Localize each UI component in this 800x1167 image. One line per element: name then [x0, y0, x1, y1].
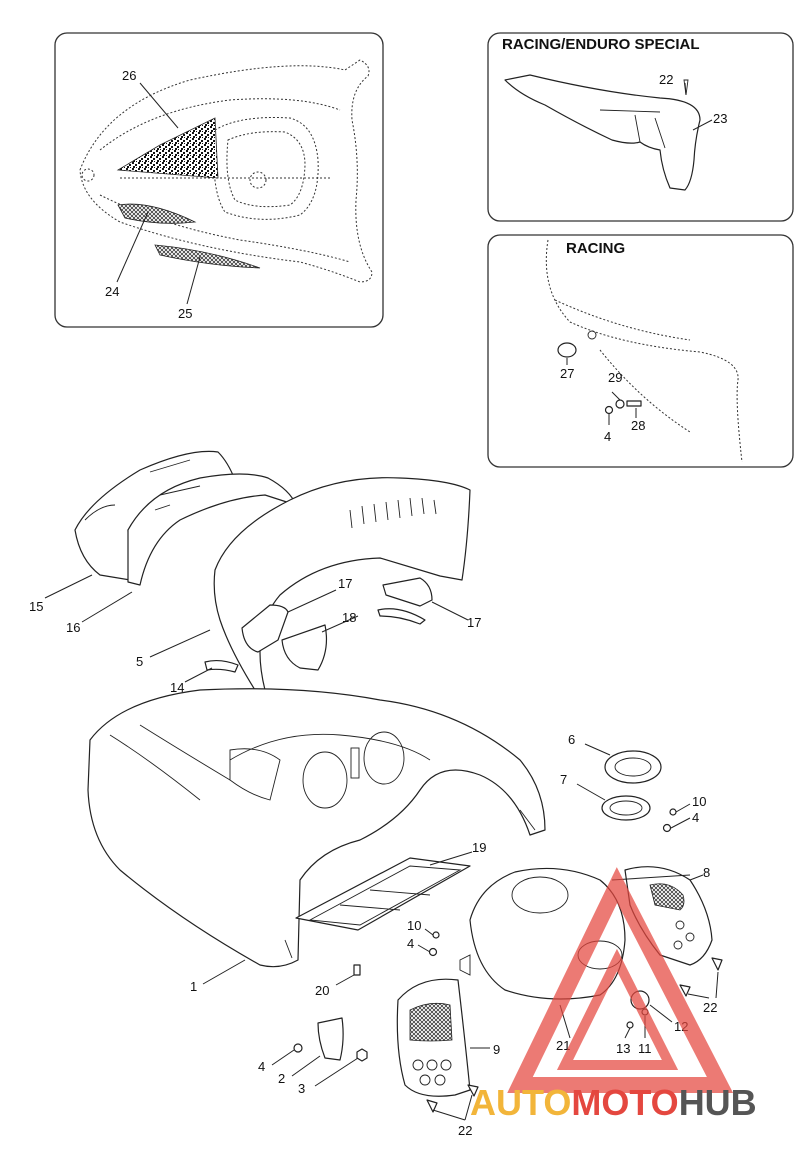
decal-24 [117, 203, 197, 224]
inset-racing: RACING 27 29 4 28 [487, 234, 794, 468]
tray-19 [295, 857, 471, 931]
bolt-28 [626, 400, 642, 407]
callout-4-bracket: 4 [258, 1059, 265, 1074]
plug-27 [557, 342, 577, 358]
bolt-20 [353, 964, 361, 976]
ring-7 [601, 795, 651, 821]
callout-16: 16 [66, 620, 80, 635]
hood-top-view-outline [79, 59, 373, 283]
washer-4-center [428, 947, 438, 957]
callout-14: 14 [170, 680, 184, 695]
callout-26: 26 [122, 68, 136, 83]
seal-6 [604, 750, 662, 784]
callout-25: 25 [178, 306, 192, 321]
part-13 [626, 1021, 634, 1029]
decal-25 [154, 244, 261, 269]
callout-4-right: 4 [692, 810, 699, 825]
callout-5: 5 [136, 654, 143, 669]
callout-19: 19 [472, 840, 486, 855]
callout-22-right: 22 [703, 1000, 717, 1015]
callout-2: 2 [278, 1071, 285, 1086]
nut-3 [356, 1048, 368, 1062]
fastener-22-right-b [679, 984, 691, 997]
decal-26 [116, 117, 219, 179]
callout-4-racing: 4 [604, 429, 611, 444]
callout-21: 21 [556, 1038, 570, 1053]
windshield-15 [74, 450, 236, 581]
watermark-moto: MOTO [571, 1082, 678, 1123]
screw-10-center [432, 931, 440, 939]
watermark-auto: AUTO [470, 1082, 571, 1123]
callout-28: 28 [631, 418, 645, 433]
callout-7: 7 [560, 772, 567, 787]
fastener-22-bottom-b [467, 1084, 479, 1097]
side-panel-5 [213, 477, 471, 691]
callout-13: 13 [616, 1041, 630, 1056]
callout-24: 24 [105, 284, 119, 299]
washer-4-right [662, 823, 672, 833]
watermark-triangle-outer [507, 867, 734, 1093]
watermark-hub: HUB [679, 1082, 757, 1123]
callout-20: 20 [315, 983, 329, 998]
clip-14 [204, 659, 239, 673]
callout-22-enduro: 22 [659, 72, 673, 87]
leader-lines [44, 574, 719, 1121]
callout-9: 9 [493, 1042, 500, 1057]
callout-4-center: 4 [407, 936, 414, 951]
callout-29: 29 [608, 370, 622, 385]
callout-10-right: 10 [692, 794, 706, 809]
washer-4-racing [604, 405, 614, 415]
bracket-17-right [382, 577, 433, 607]
inset-title-racing-enduro: RACING/ENDURO SPECIAL [502, 36, 700, 53]
bracket-2 [317, 1017, 344, 1061]
callout-23: 23 [713, 111, 727, 126]
callouts-main: 15 16 5 14 17 18 17 6 7 10 4 19 8 10 4 1… [29, 576, 717, 1138]
watermark-triangle-inner [556, 948, 679, 1070]
inset-decals: 26 24 25 [54, 32, 384, 328]
watermark: AUTOMOTOHUB [470, 867, 757, 1123]
callout-8: 8 [703, 865, 710, 880]
watermark-logo: AUTOMOTOHUB [470, 1082, 757, 1123]
callout-27: 27 [560, 366, 574, 381]
callout-1: 1 [190, 979, 197, 994]
side-panel-enduro [504, 74, 701, 191]
callout-6: 6 [568, 732, 575, 747]
washer-4-bracket [293, 1043, 303, 1053]
callout-17-right: 17 [467, 615, 481, 630]
callout-3: 3 [298, 1081, 305, 1096]
callout-10-center: 10 [407, 918, 421, 933]
hood-1 [87, 688, 546, 968]
inset-title-racing: RACING [566, 240, 625, 257]
fastener-22-right [711, 957, 723, 971]
vent-piece [281, 624, 328, 671]
callout-17-left: 17 [338, 576, 352, 591]
callout-11: 11 [638, 1041, 652, 1056]
fastener-22-bottom [426, 1099, 438, 1113]
washer-29 [615, 399, 625, 409]
screw-10-right [669, 808, 677, 816]
callout-22-bottom: 22 [458, 1123, 472, 1138]
callout-15: 15 [29, 599, 43, 614]
inset-racing-enduro-special: RACING/ENDURO SPECIAL 22 23 [487, 32, 794, 222]
callout-18: 18 [342, 610, 356, 625]
strip-18 [377, 608, 426, 625]
bracket-17-left [241, 604, 289, 653]
windshield-16 [127, 473, 297, 586]
